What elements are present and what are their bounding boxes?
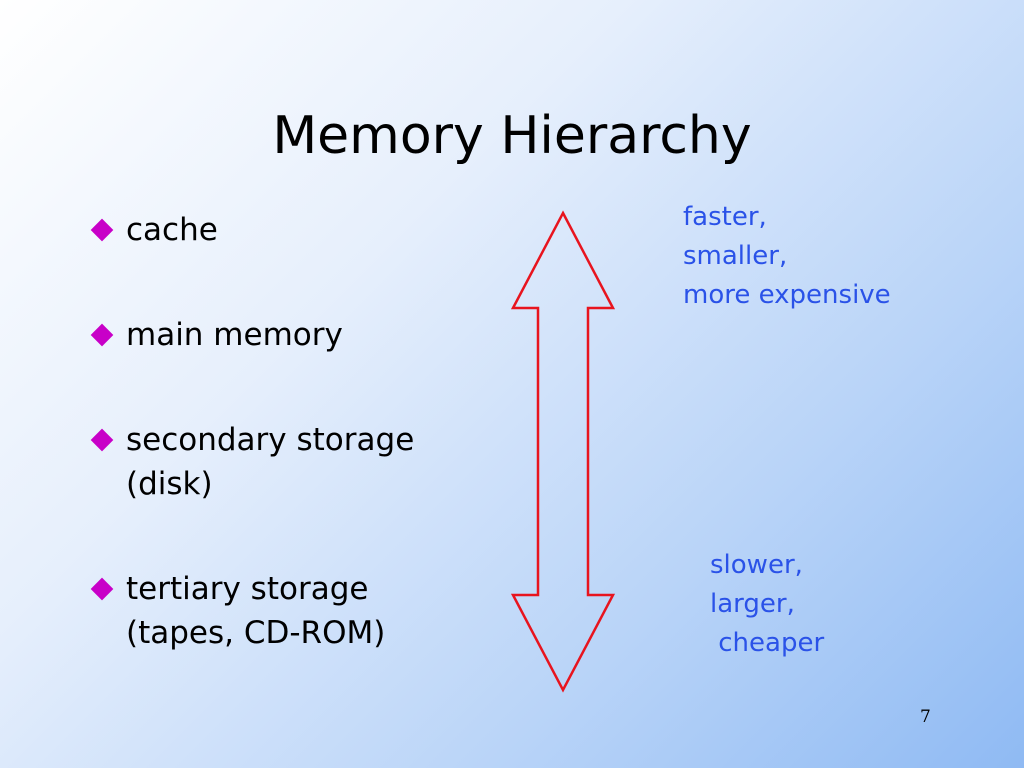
note-line: larger,	[710, 589, 795, 619]
note-line: faster,	[683, 202, 767, 232]
slower-larger-note: slower, larger, cheaper	[710, 546, 824, 663]
bullet-text-continuation: (tapes, CD-ROM)	[126, 615, 386, 651]
bullet-text: main memory	[126, 317, 343, 353]
bullet-item-secondary-storage: secondary storage (disk)	[88, 418, 488, 506]
bullet-text: secondary storage	[126, 422, 415, 458]
bullet-item-main-memory: main memory	[88, 313, 488, 357]
diamond-bullet-icon	[90, 218, 114, 242]
diamond-bullet-icon	[90, 428, 114, 452]
note-line: smaller,	[683, 241, 788, 271]
bullet-text: cache	[126, 212, 218, 248]
bullet-list: cache main memory secondary storage (dis…	[88, 208, 488, 716]
slide-number: 7	[920, 707, 931, 727]
note-line: more expensive	[683, 280, 891, 310]
diamond-bullet-icon	[90, 323, 114, 347]
slide-title: Memory Hierarchy	[272, 106, 752, 166]
bullet-text: tertiary storage	[126, 571, 369, 607]
note-line: slower,	[710, 550, 803, 580]
note-line: cheaper	[710, 628, 825, 658]
double-headed-arrow-icon	[510, 210, 616, 693]
bullet-item-cache: cache	[88, 208, 488, 252]
bullet-item-tertiary-storage: tertiary storage (tapes, CD-ROM)	[88, 567, 488, 655]
diamond-bullet-icon	[90, 577, 114, 601]
bullet-text-continuation: (disk)	[126, 466, 213, 502]
faster-smaller-note: faster, smaller, more expensive	[683, 198, 891, 315]
